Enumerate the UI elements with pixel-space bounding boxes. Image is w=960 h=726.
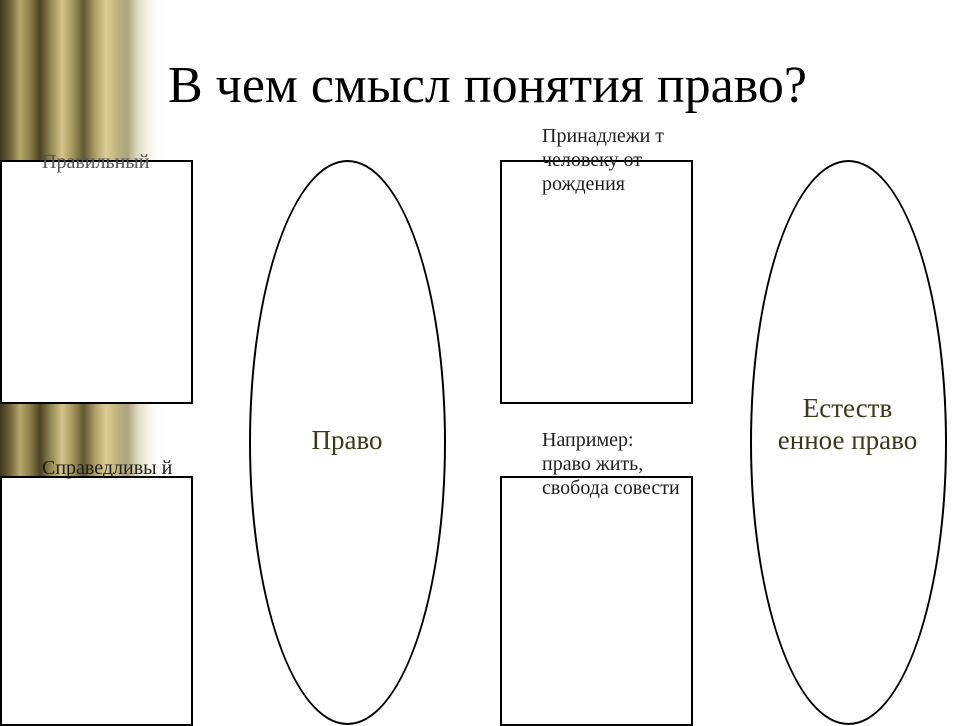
label-naprimer: Например: право жить, свобода совести bbox=[542, 429, 680, 499]
box-prinadlezhit bbox=[500, 160, 693, 404]
oval-pravo bbox=[249, 160, 446, 725]
box-naprimer bbox=[500, 476, 693, 726]
oval-label-estestvennoe: Естеств енное право bbox=[777, 393, 918, 456]
oval-label-pravo: Право bbox=[311, 425, 383, 455]
box-pravilny bbox=[0, 160, 193, 404]
label-pravilny: Правильный bbox=[42, 151, 150, 173]
slide-title: В чем смысл понятия право? bbox=[168, 57, 808, 114]
label-spravedlivy: Справедливы й bbox=[42, 457, 173, 479]
label-prinadlezhit: Принадлежи т человеку от рождения bbox=[542, 125, 665, 195]
box-spravedlivy bbox=[0, 476, 193, 726]
